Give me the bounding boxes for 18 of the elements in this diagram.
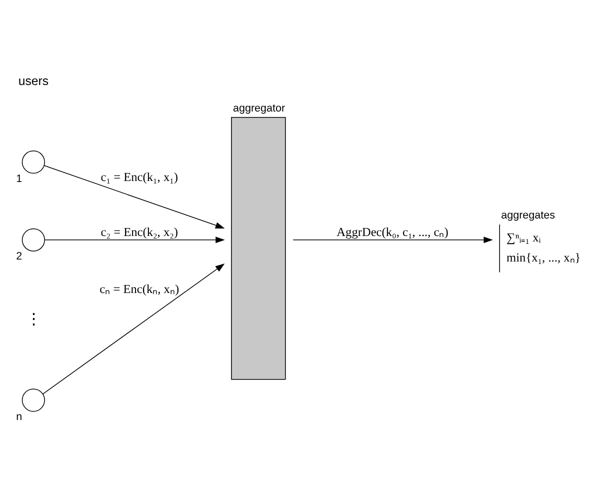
node-label: aggregator: [232, 102, 286, 114]
label: ⋮: [26, 310, 41, 328]
arrow: [42, 263, 225, 394]
edge-label: AggrDec(k₀, c₁, ..., cₙ): [336, 224, 448, 238]
label: users: [18, 73, 48, 88]
edge-label: cₙ = Enc(kₙ, xₙ): [100, 281, 180, 296]
node-label: n: [16, 410, 22, 422]
arrow: [44, 236, 225, 243]
edge-label: c₁ = Enc(k₁, x₁): [100, 170, 178, 184]
node-circle: [22, 150, 45, 174]
node-label: 1: [16, 172, 22, 184]
node-circle: [22, 388, 45, 412]
arrow: [44, 164, 225, 228]
node-label: 2: [16, 250, 22, 262]
node-text: aggregates ∑ⁿᵢ₌₁ xᵢ min{x₁, ..., xₙ}: [501, 208, 581, 264]
arrow: [292, 236, 493, 243]
node-circle: [22, 228, 45, 251]
edge-label: c₂ = Enc(k₂, x₂): [100, 224, 178, 238]
